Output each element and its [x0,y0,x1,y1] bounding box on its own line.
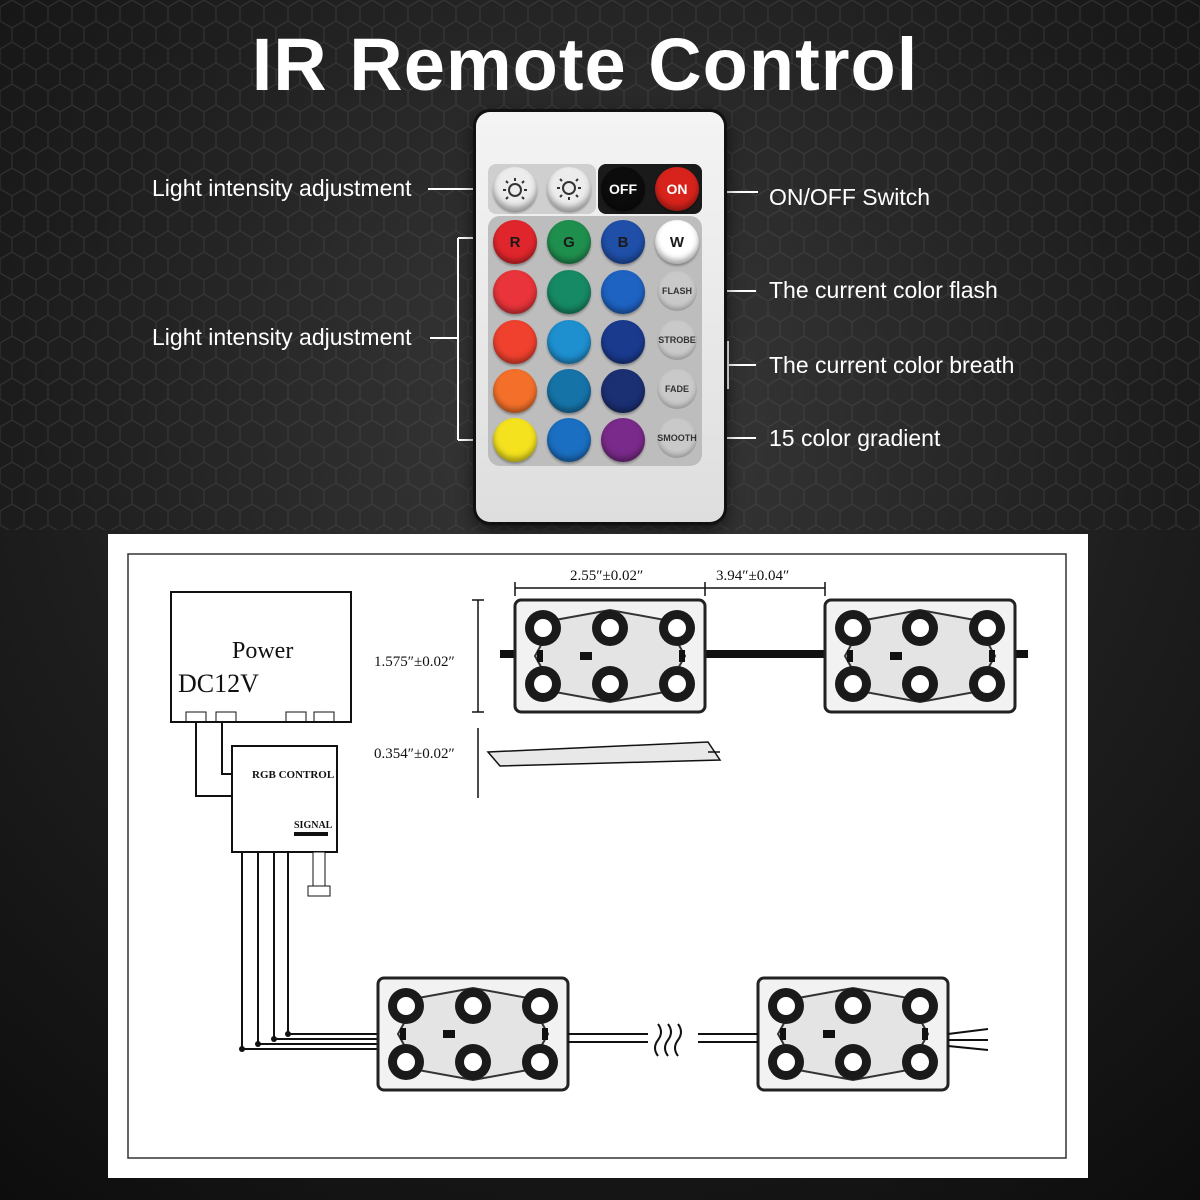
color-button-r3c1[interactable] [493,369,537,413]
red-button[interactable]: R [493,220,537,264]
color-button-r1c1[interactable] [493,270,537,314]
wiring-diagram-svg: Power DC12V RGB CONTROL SIGNAL [127,553,1067,1159]
spacing-dimension: 3.94″±0.04″ [716,568,789,584]
height-dimension: 1.575″±0.02″ [374,654,455,670]
wiring-diagram: Power DC12V RGB CONTROL SIGNAL [108,534,1088,1178]
label-color-flash: The current color flash [769,277,998,303]
smooth-button[interactable]: SMOOTH [657,418,697,458]
color-button-r4c3[interactable] [601,418,645,462]
page-title: IR Remote Control [251,23,919,106]
brightness-down-button[interactable] [547,167,591,211]
white-label: W [669,233,685,251]
brightness-up-icon [503,178,527,200]
label-light-intensity-mid: Light intensity adjustment [152,324,412,350]
power-label: Power [232,638,293,664]
color-button-r2c3[interactable] [601,320,645,364]
white-button[interactable]: W [655,220,699,264]
on-button[interactable]: ON [655,167,699,211]
on-label: ON [666,181,688,197]
green-label: G [563,233,575,251]
brightness-up-button[interactable] [493,167,537,211]
red-label: R [509,233,521,251]
thickness-dimension: 0.354″±0.02″ [374,746,455,762]
color-button-r2c2[interactable] [547,320,591,364]
label-color-breath: The current color breath [769,352,1015,378]
fade-label: FADE [664,384,689,394]
color-button-r4c1[interactable] [493,418,537,462]
fade-button[interactable]: FADE [657,369,697,409]
dc12v-label: DC12V [178,669,259,698]
width-dimension: 2.55″±0.02″ [570,568,643,584]
label-light-intensity-top: Light intensity adjustment [152,175,412,201]
strobe-button[interactable]: STROBE [657,320,697,360]
flash-label: FLASH [662,286,692,296]
off-label: OFF [609,181,637,197]
brightness-down-icon [557,178,581,200]
smooth-label: SMOOTH [657,433,697,443]
flash-button[interactable]: FLASH [657,271,697,311]
blue-button[interactable]: B [601,220,645,264]
off-button[interactable]: OFF [601,167,645,211]
color-button-r1c2[interactable] [547,270,591,314]
signal-label: SIGNAL [294,820,333,831]
label-on-off-switch: ON/OFF Switch [769,184,931,210]
green-button[interactable]: G [547,220,591,264]
color-button-r4c2[interactable] [547,418,591,462]
label-color-gradient: 15 color gradient [769,425,941,451]
color-button-r1c3[interactable] [601,270,645,314]
rgb-control-label: RGB CONTROL [252,769,334,781]
color-button-r3c3[interactable] [601,369,645,413]
blue-label: B [617,233,629,251]
strobe-label: STROBE [658,335,696,345]
ir-remote: OFF ON R G B W FLASH STROBE FADE SMOOTH [476,112,724,522]
color-button-r3c2[interactable] [547,369,591,413]
color-button-r2c1[interactable] [493,320,537,364]
